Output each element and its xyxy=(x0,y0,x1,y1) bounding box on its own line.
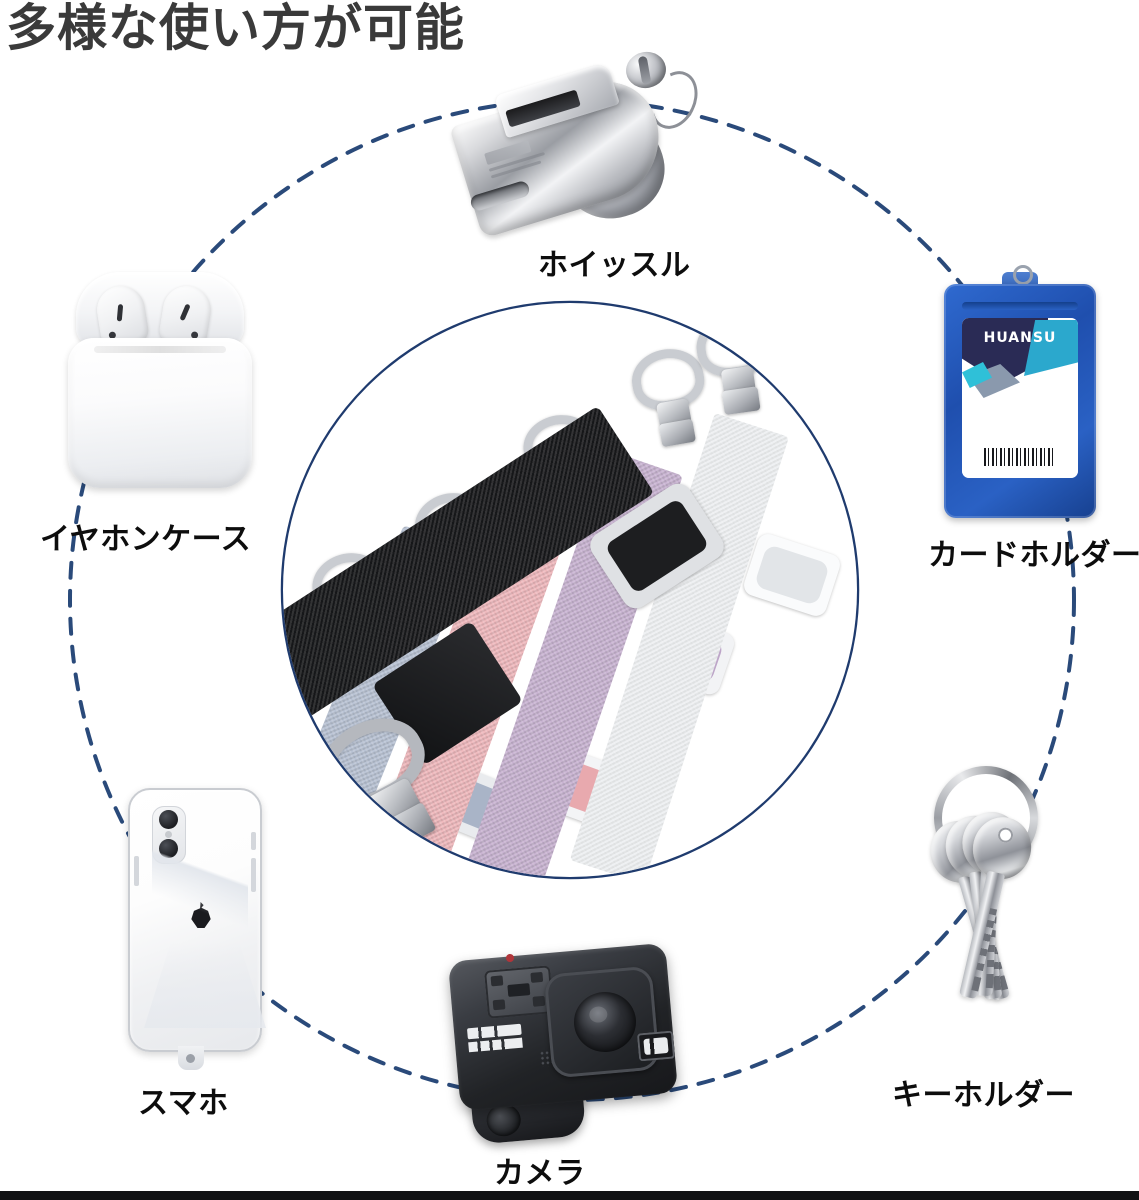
apple-logo-icon xyxy=(191,902,211,928)
smartphone-button-right-top xyxy=(251,832,256,850)
earphone-case-body xyxy=(68,338,252,488)
product-whistle xyxy=(440,38,707,239)
card-barcode xyxy=(984,448,1056,466)
strap-clasp-black-top xyxy=(692,310,780,417)
label-key-holder: キーホルダー xyxy=(892,1078,1075,1113)
page-title: 多様な使い方が可能 xyxy=(6,0,465,57)
smartphone-button-left xyxy=(134,856,139,886)
camera-brand-logo xyxy=(466,1023,524,1055)
product-card-holder: HUANSU xyxy=(944,265,1096,520)
label-card-holder: カードホルダー xyxy=(928,538,1139,573)
bottom-bar xyxy=(0,1191,1139,1200)
smartphone-body xyxy=(128,788,266,1052)
product-smartphone xyxy=(120,788,270,1070)
camera-model-badge xyxy=(636,1030,676,1062)
camera-status-screen xyxy=(484,965,554,1019)
card-holder-slot xyxy=(962,302,1078,310)
product-key-holder xyxy=(888,766,1088,1056)
smartphone-button-right-bottom xyxy=(251,858,256,892)
label-whistle: ホイッスル xyxy=(538,248,691,283)
camera-lens-top xyxy=(159,810,178,829)
card-brand-text: HUANSU xyxy=(983,330,1057,346)
product-action-camera xyxy=(444,942,690,1150)
key-item xyxy=(958,811,1038,1000)
smartphone-camera-module xyxy=(152,806,186,864)
card-holder-window: HUANSU xyxy=(962,318,1078,478)
camera-flash xyxy=(165,831,172,838)
label-earphone-case: イヤホンケース xyxy=(40,522,252,557)
label-camera: カメラ xyxy=(494,1156,586,1191)
product-adjustable-strap-set xyxy=(283,303,857,877)
card-holder-body: HUANSU xyxy=(944,284,1096,518)
camera-lens-bottom xyxy=(159,839,178,858)
smartphone-case-glare xyxy=(144,942,266,1028)
smartphone-strap-tab xyxy=(178,1046,204,1070)
product-earphone-case xyxy=(62,272,257,502)
label-smartphone: スマホ xyxy=(138,1086,229,1121)
